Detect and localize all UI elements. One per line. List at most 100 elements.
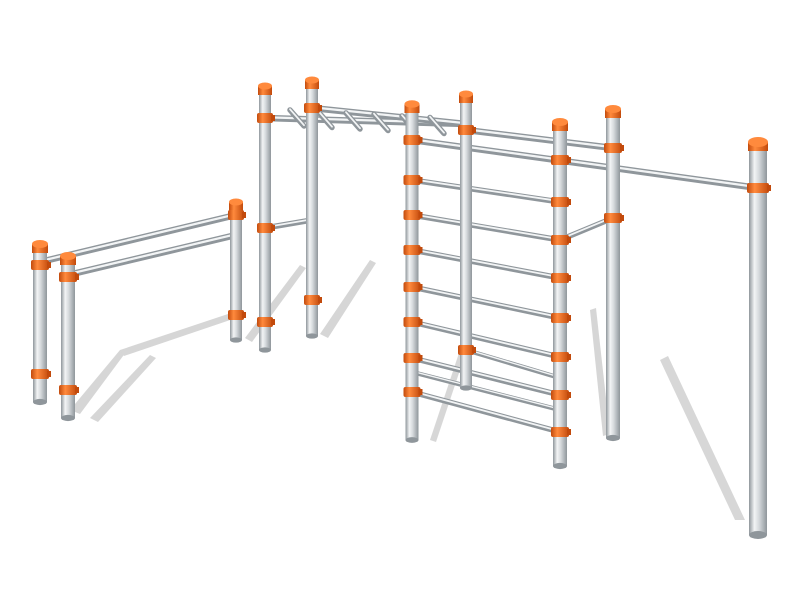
post-cap-top-9 <box>748 137 768 147</box>
clamp-bolt-13 <box>418 212 423 218</box>
post-cap-6 <box>459 94 473 103</box>
clamp-bolt-24 <box>567 275 571 281</box>
post-cap-top-1 <box>60 252 76 260</box>
shadow-3 <box>320 260 376 338</box>
clamp-bolt-12 <box>418 177 423 183</box>
clamp-bolt-14 <box>418 247 423 253</box>
clamp-bolt-8 <box>271 319 275 325</box>
post-cap-top-3 <box>258 82 272 90</box>
clamp-27 <box>551 390 569 400</box>
clamp-16 <box>403 317 421 327</box>
post-base-3 <box>259 347 271 353</box>
bar-15 <box>465 348 561 378</box>
post-cap-0 <box>32 244 48 253</box>
post-base-0 <box>33 398 47 406</box>
clamp-bolt-5 <box>242 312 246 318</box>
shadow-6 <box>660 356 745 520</box>
bar-4 <box>464 128 615 149</box>
bar-17 <box>289 108 305 127</box>
clamp-bolt-28 <box>567 429 571 435</box>
post-cap-top-8 <box>605 105 621 113</box>
clamp-17 <box>403 353 421 363</box>
shadow-0 <box>70 350 126 414</box>
clamp-bolt-2 <box>75 274 79 280</box>
shadow-1 <box>90 355 156 422</box>
bar-edge-15 <box>463 347 563 381</box>
post-cap-4 <box>305 80 319 89</box>
clamp-18 <box>403 387 421 397</box>
clamp-19 <box>458 125 474 135</box>
clamp-0 <box>31 260 49 270</box>
clamp-23 <box>551 235 569 245</box>
post-cap-top-2 <box>229 198 243 206</box>
clamp-bolt-9 <box>318 105 322 111</box>
post-7 <box>553 128 567 466</box>
clamp-bolt-20 <box>472 347 476 353</box>
post-cap-top-4 <box>305 76 319 84</box>
post-2 <box>230 208 242 340</box>
clamp-bolt-1 <box>47 371 51 377</box>
clamp-bolt-6 <box>271 115 275 121</box>
post-base-5 <box>405 437 419 443</box>
bar-3 <box>310 106 468 125</box>
clamp-8 <box>257 317 273 327</box>
post-base-6 <box>460 385 472 391</box>
bar-14 <box>411 370 561 410</box>
clamp-12 <box>403 175 421 185</box>
horizontal-bars <box>36 104 762 435</box>
bar-edge-14 <box>409 369 563 413</box>
clamp-25 <box>551 313 569 323</box>
post-cap-7 <box>552 122 568 131</box>
clamp-bolt-23 <box>567 237 571 243</box>
bar-18 <box>317 109 333 128</box>
clamp-bolt-21 <box>567 157 571 163</box>
bar-20 <box>373 112 389 131</box>
post-base-1 <box>61 414 75 422</box>
clamp-22 <box>551 197 569 207</box>
post-6 <box>460 100 472 388</box>
bar-19 <box>345 111 361 130</box>
clamp-bolt-30 <box>620 215 624 221</box>
post-1 <box>61 262 75 418</box>
clamp-bolt-29 <box>620 145 624 151</box>
clamp-1 <box>31 369 49 379</box>
bar-22 <box>429 115 445 134</box>
bar-7 <box>411 178 561 203</box>
post-cap-top-0 <box>32 240 48 248</box>
clamp-bolt-17 <box>418 355 423 361</box>
clamp-3 <box>59 385 77 395</box>
post-base-7 <box>553 462 567 470</box>
clamp-21 <box>551 155 569 165</box>
post-cap-5 <box>404 104 420 113</box>
shadow-7 <box>430 350 466 442</box>
bar-9 <box>411 248 561 279</box>
post-cap-top-5 <box>404 100 420 108</box>
post-cap-3 <box>258 86 272 95</box>
post-base-2 <box>230 337 242 343</box>
clamp-31 <box>747 183 769 193</box>
clamp-9 <box>304 103 320 113</box>
clamp-30 <box>604 213 622 223</box>
post-base-9 <box>749 531 767 539</box>
clamp-26 <box>551 352 569 362</box>
bar-13 <box>411 390 561 433</box>
clamp-bolt-15 <box>418 284 423 290</box>
clamp-13 <box>403 210 421 220</box>
clamp-bolt-4 <box>242 212 246 218</box>
bar-1 <box>66 233 238 276</box>
clamp-10 <box>304 295 320 305</box>
post-cap-2 <box>229 202 243 211</box>
clamp-2 <box>59 272 77 282</box>
clamp-29 <box>604 143 622 153</box>
post-cap-8 <box>605 109 621 118</box>
clamp-bolt-11 <box>418 137 423 143</box>
clamp-11 <box>403 135 421 145</box>
clamp-bolt-22 <box>567 199 571 205</box>
clamp-5 <box>228 310 244 320</box>
clamp-bolt-3 <box>75 387 79 393</box>
orange-clamps <box>31 76 771 437</box>
clamp-14 <box>403 245 421 255</box>
clamp-bolt-27 <box>567 392 571 398</box>
post-cap-1 <box>60 256 76 265</box>
